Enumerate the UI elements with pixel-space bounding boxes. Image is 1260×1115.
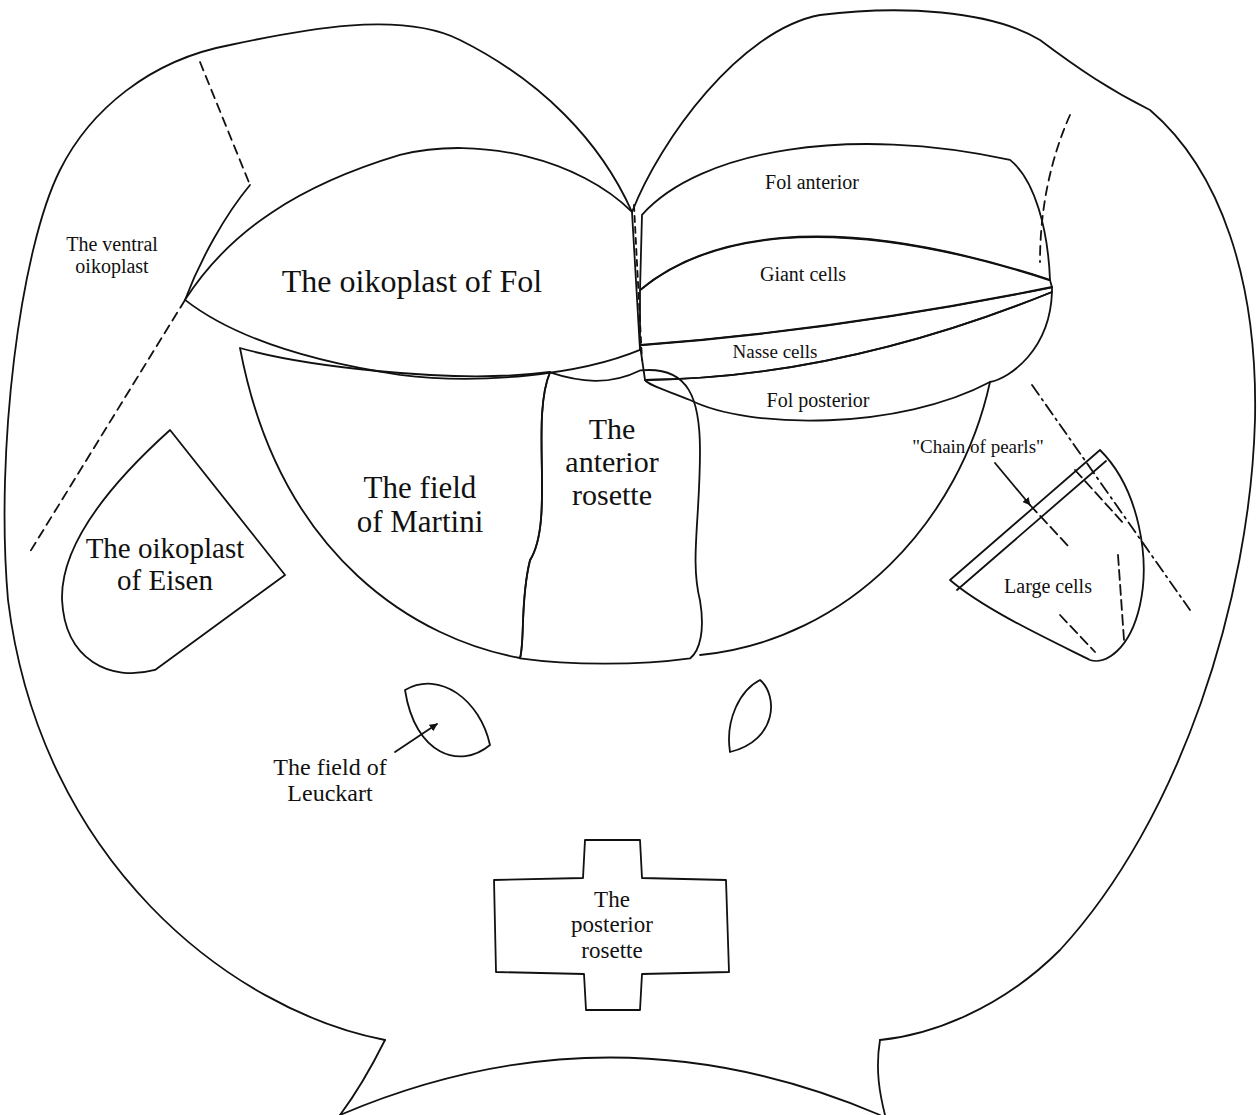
field-label: The oikoplast of Eisen: [80, 533, 250, 597]
field-label: Nasse cells: [733, 342, 818, 363]
field-outline-svg: [946, 446, 1148, 665]
region-boundary: [200, 62, 250, 185]
cell-field: Large cells: [946, 446, 1148, 665]
cell-field: The oikoplast of Eisen: [58, 426, 289, 677]
leuckart-field: [405, 684, 490, 757]
field-label: The field of Martini: [350, 471, 490, 539]
field-label: Fol posterior: [767, 389, 870, 411]
cell-field: The oikoplast of Fol: [181, 144, 644, 383]
leuckart-field: [729, 680, 771, 752]
leader-arrow: [395, 724, 437, 752]
field-outline: [640, 144, 1050, 290]
cell-border: [1030, 505, 1070, 548]
cell-field: The posterior rosette: [490, 836, 733, 1014]
field-outline: [494, 840, 729, 1010]
region-boundary: [28, 300, 185, 555]
cell-field: The anterior rosette: [516, 366, 706, 668]
field-outline: [950, 450, 1144, 661]
field-label: Fol anterior: [765, 171, 859, 193]
field-label: The oikoplast of Fol: [282, 264, 542, 299]
field-outline: [640, 237, 1052, 345]
field-label: Giant cells: [760, 263, 846, 285]
field-boundary: [700, 382, 990, 655]
region-label: The field of Leuckart: [271, 754, 389, 807]
field-outline-svg: [636, 283, 1056, 384]
cell-field: Fol posterior: [641, 288, 1056, 425]
cell-border: [1060, 615, 1095, 652]
field-outline: [185, 148, 640, 379]
field-outline: [520, 370, 702, 664]
region-boundary: [1040, 115, 1070, 262]
field-outline: [640, 287, 1052, 380]
cell-border: [1118, 555, 1124, 640]
field-label: The anterior rosette: [552, 412, 672, 511]
lobe-line: [185, 185, 250, 300]
tail-line: [340, 1058, 880, 1115]
chain-of-pearls: [957, 461, 1106, 590]
body-outline: [5, 10, 1256, 1040]
leader-arrow: [995, 463, 1030, 505]
neck-line: [878, 1040, 885, 1115]
cell-field: Giant cells: [636, 233, 1056, 349]
cell-field: The field of Martini: [236, 344, 554, 662]
region-label: "Chain of pearls": [912, 437, 1044, 458]
cell-border: [1075, 470, 1125, 525]
field-outline-svg: [516, 366, 706, 668]
field-outline: [62, 430, 285, 673]
field-outline: [645, 292, 1052, 421]
field-outline-svg: [636, 233, 1056, 349]
region-label: The ventral oikoplast: [57, 233, 167, 277]
field-outline: [240, 348, 550, 658]
neck-line: [340, 1040, 385, 1115]
cell-field: Nasse cells: [636, 283, 1056, 384]
field-label: The posterior rosette: [562, 887, 662, 963]
field-label: Large cells: [1004, 575, 1092, 597]
